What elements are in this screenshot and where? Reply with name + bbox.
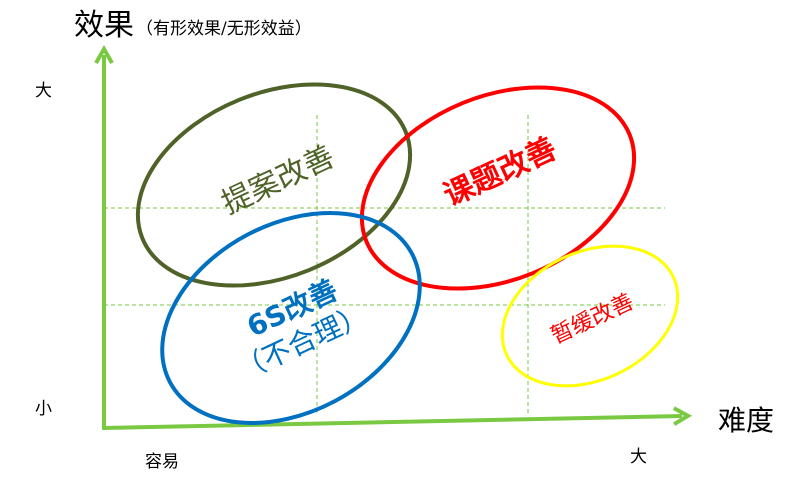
y-axis-low-label: 小 xyxy=(35,399,52,419)
ellipse-project-improvement xyxy=(359,85,637,291)
x-axis-low-label: 容易 xyxy=(145,452,179,472)
y-axis-subtitle: （有形效果/无形效益） xyxy=(136,19,312,39)
ellipse-6s-improvement xyxy=(160,210,422,426)
label-project-improvement: 课题改善 xyxy=(438,131,562,213)
label-proposal-improvement: 提案改善 xyxy=(216,139,340,221)
x-axis-high-label: 大 xyxy=(630,447,647,467)
x-axis-title: 难度 xyxy=(718,404,774,437)
y-axis-title: 效果 xyxy=(74,8,134,43)
y-axis-high-label: 大 xyxy=(35,81,52,101)
ellipse-deferred-improvement xyxy=(500,244,680,388)
x-axis xyxy=(103,406,693,430)
label-deferred-improvement: 暂缓改善 xyxy=(547,289,637,349)
ellipse-proposal-improvement xyxy=(135,82,413,288)
